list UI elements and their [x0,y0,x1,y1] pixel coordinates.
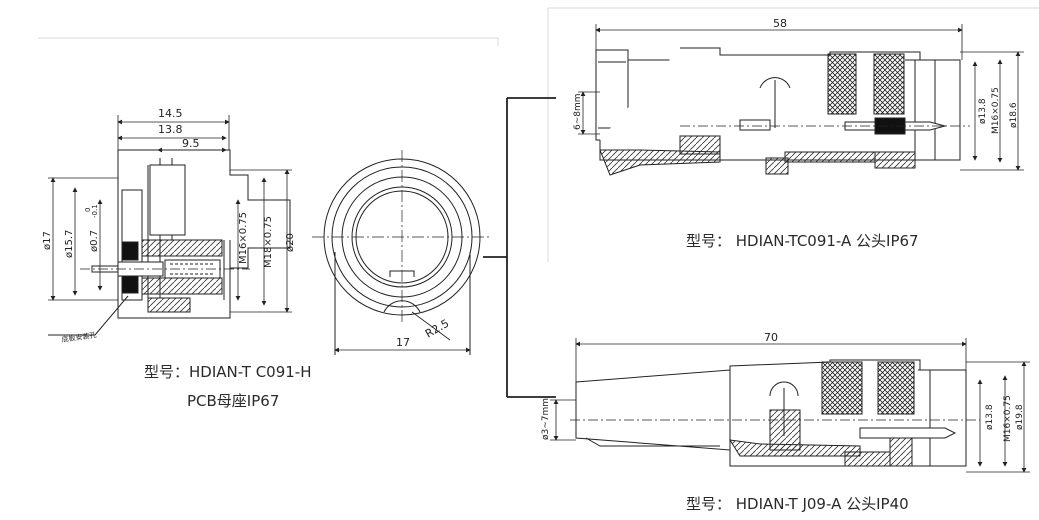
dim-phi0-7: ø0.7 [89,230,100,252]
mounting-note: 底板安装孔 [61,330,97,344]
dim-phi13-8: ø13.8 [985,404,995,430]
dim-14-5: 14.5 [158,107,183,120]
dim-13-8: 13.8 [158,123,183,136]
pcb-socket-model-caption: 型号：HDIAN-T C091-H [144,363,312,381]
dim-phi13-8: ø13.8 [978,98,988,124]
dim-tol-lower: -0.1 [91,204,99,218]
dim-phi20: ø20 [285,233,296,252]
male-ip67-dimensions [578,24,1024,171]
dim-phi18-6: ø18.6 [1009,102,1019,128]
male-ip40-dimensions [550,338,1030,473]
dim-phi19-8: ø19.8 [1015,404,1025,430]
pcb-socket-side-view [48,149,291,336]
male-ip40-model-caption: 型号： HDIAN-T J09-A 公头IP40 [686,495,909,513]
dim-m18: M18×0.75 [263,216,274,268]
male-ip67-model-caption: 型号： HDIAN-TC091-A 公头IP67 [686,232,919,250]
dim-17: 17 [396,336,410,349]
dim-70: 70 [764,331,778,344]
dim-58: 58 [773,17,787,30]
dim-cable-6-8: 6~8mm [573,93,583,130]
dim-tol-upper: 0 [84,208,92,212]
dim-phi17: ø17 [42,231,53,250]
dim-9-5: 9.5 [182,137,200,150]
dim-phi15-7: ø15.7 [64,230,75,258]
pcb-socket-type-caption: PCB母座IP67 [187,392,280,410]
front-view [312,150,492,355]
pcb-socket-dimensions [48,115,292,313]
view-frames [38,7,1039,262]
dim-cable-3-7: ø3~7mm [541,398,551,440]
dim-r2-5: R2.5 [423,317,451,341]
connector-bracket [483,97,556,398]
dim-m16: M16×0.75 [1003,395,1013,442]
dim-m16: M16×0.75 [238,212,249,264]
dim-m16: M16×0.75 [991,87,1001,134]
male-ip67-side-view [595,47,970,176]
male-ip40-side-view [570,359,980,467]
